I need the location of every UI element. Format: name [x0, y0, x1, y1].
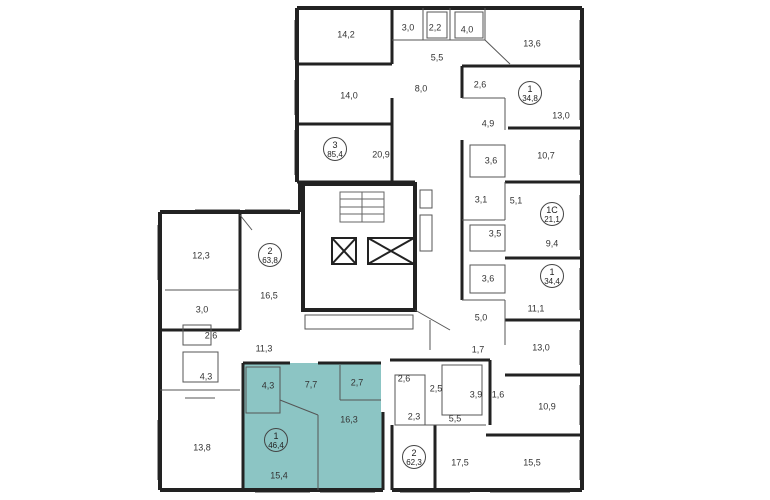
room-area: 3,9 [469, 389, 483, 400]
apartment-total-area: 62,3 [406, 458, 422, 467]
room-area: 1,7 [471, 344, 485, 355]
room-area: 20,9 [372, 149, 390, 160]
room-area: 5,5 [430, 52, 444, 63]
room-area: 3,0 [195, 304, 209, 315]
room-area: 9,4 [545, 238, 559, 249]
room-area: 1,6 [491, 389, 505, 400]
room-area: 11,1 [527, 303, 545, 314]
room-area: 15,4 [270, 470, 288, 481]
apartment-badge[interactable]: 3 85,4 [323, 137, 347, 161]
apartment-total-area: 85,4 [327, 150, 343, 159]
room-area: 11,3 [255, 343, 273, 354]
room-area: 8,0 [414, 83, 428, 94]
room-area: 12,3 [192, 250, 210, 261]
apartment-badge[interactable]: 1 34,8 [518, 81, 542, 105]
room-area: 4,3 [199, 371, 213, 382]
apartment-room-count: 1 [549, 267, 555, 277]
room-area: 16,3 [340, 414, 358, 425]
apartment-total-area: 46,4 [268, 441, 284, 450]
room-area: 3,6 [484, 155, 498, 166]
apartment-room-count: 1 [527, 84, 533, 94]
room-area: 2,6 [204, 330, 218, 341]
room-area: 13,8 [193, 442, 211, 453]
room-area: 17,5 [451, 457, 469, 468]
room-area: 5,5 [448, 413, 462, 424]
room-area: 3,0 [401, 22, 415, 33]
room-area: 2,7 [350, 377, 364, 388]
room-area: 5,1 [509, 195, 523, 206]
apartment-badge[interactable]: 2 63,8 [258, 243, 282, 267]
room-area: 3,6 [481, 273, 495, 284]
apartment-total-area: 21,1 [544, 215, 560, 224]
room-area: 14,2 [337, 29, 355, 40]
room-area: 10,7 [537, 150, 555, 161]
room-area: 13,0 [552, 110, 570, 121]
room-area: 5,0 [474, 312, 488, 323]
apartment-badge-selected[interactable]: 1 46,4 [264, 428, 288, 452]
room-area: 13,0 [532, 342, 550, 353]
room-area: 3,5 [488, 228, 502, 239]
apartment-total-area: 34,4 [544, 277, 560, 286]
apartment-badge[interactable]: 2 62,3 [402, 445, 426, 469]
room-area: 2,5 [429, 383, 443, 394]
apartment-room-count: 1 [273, 431, 279, 441]
apartment-room-count: 3 [332, 140, 338, 150]
room-area: 3,1 [474, 194, 488, 205]
room-area: 4,0 [460, 24, 474, 35]
room-area: 4,3 [261, 380, 275, 391]
room-area: 13,6 [523, 38, 541, 49]
room-area: 15,5 [523, 457, 541, 468]
apartment-badge[interactable]: 1С 21,1 [540, 202, 564, 226]
room-area: 16,5 [260, 290, 278, 301]
apartment-room-count: 2 [411, 448, 417, 458]
apartment-room-count: 2 [267, 246, 273, 256]
room-area: 2,6 [473, 79, 487, 90]
apartment-room-count: 1С [546, 205, 558, 215]
room-area: 2,2 [428, 22, 442, 33]
room-area: 2,6 [397, 373, 411, 384]
room-area: 4,9 [481, 118, 495, 129]
room-area: 2,3 [407, 411, 421, 422]
apartment-total-area: 63,8 [262, 256, 278, 265]
highlighted-apartment-area[interactable] [243, 363, 383, 490]
room-area: 14,0 [340, 90, 358, 101]
room-area: 7,7 [304, 379, 318, 390]
room-area: 10,9 [538, 401, 556, 412]
apartment-badge[interactable]: 1 34,4 [540, 264, 564, 288]
apartment-total-area: 34,8 [522, 94, 538, 103]
